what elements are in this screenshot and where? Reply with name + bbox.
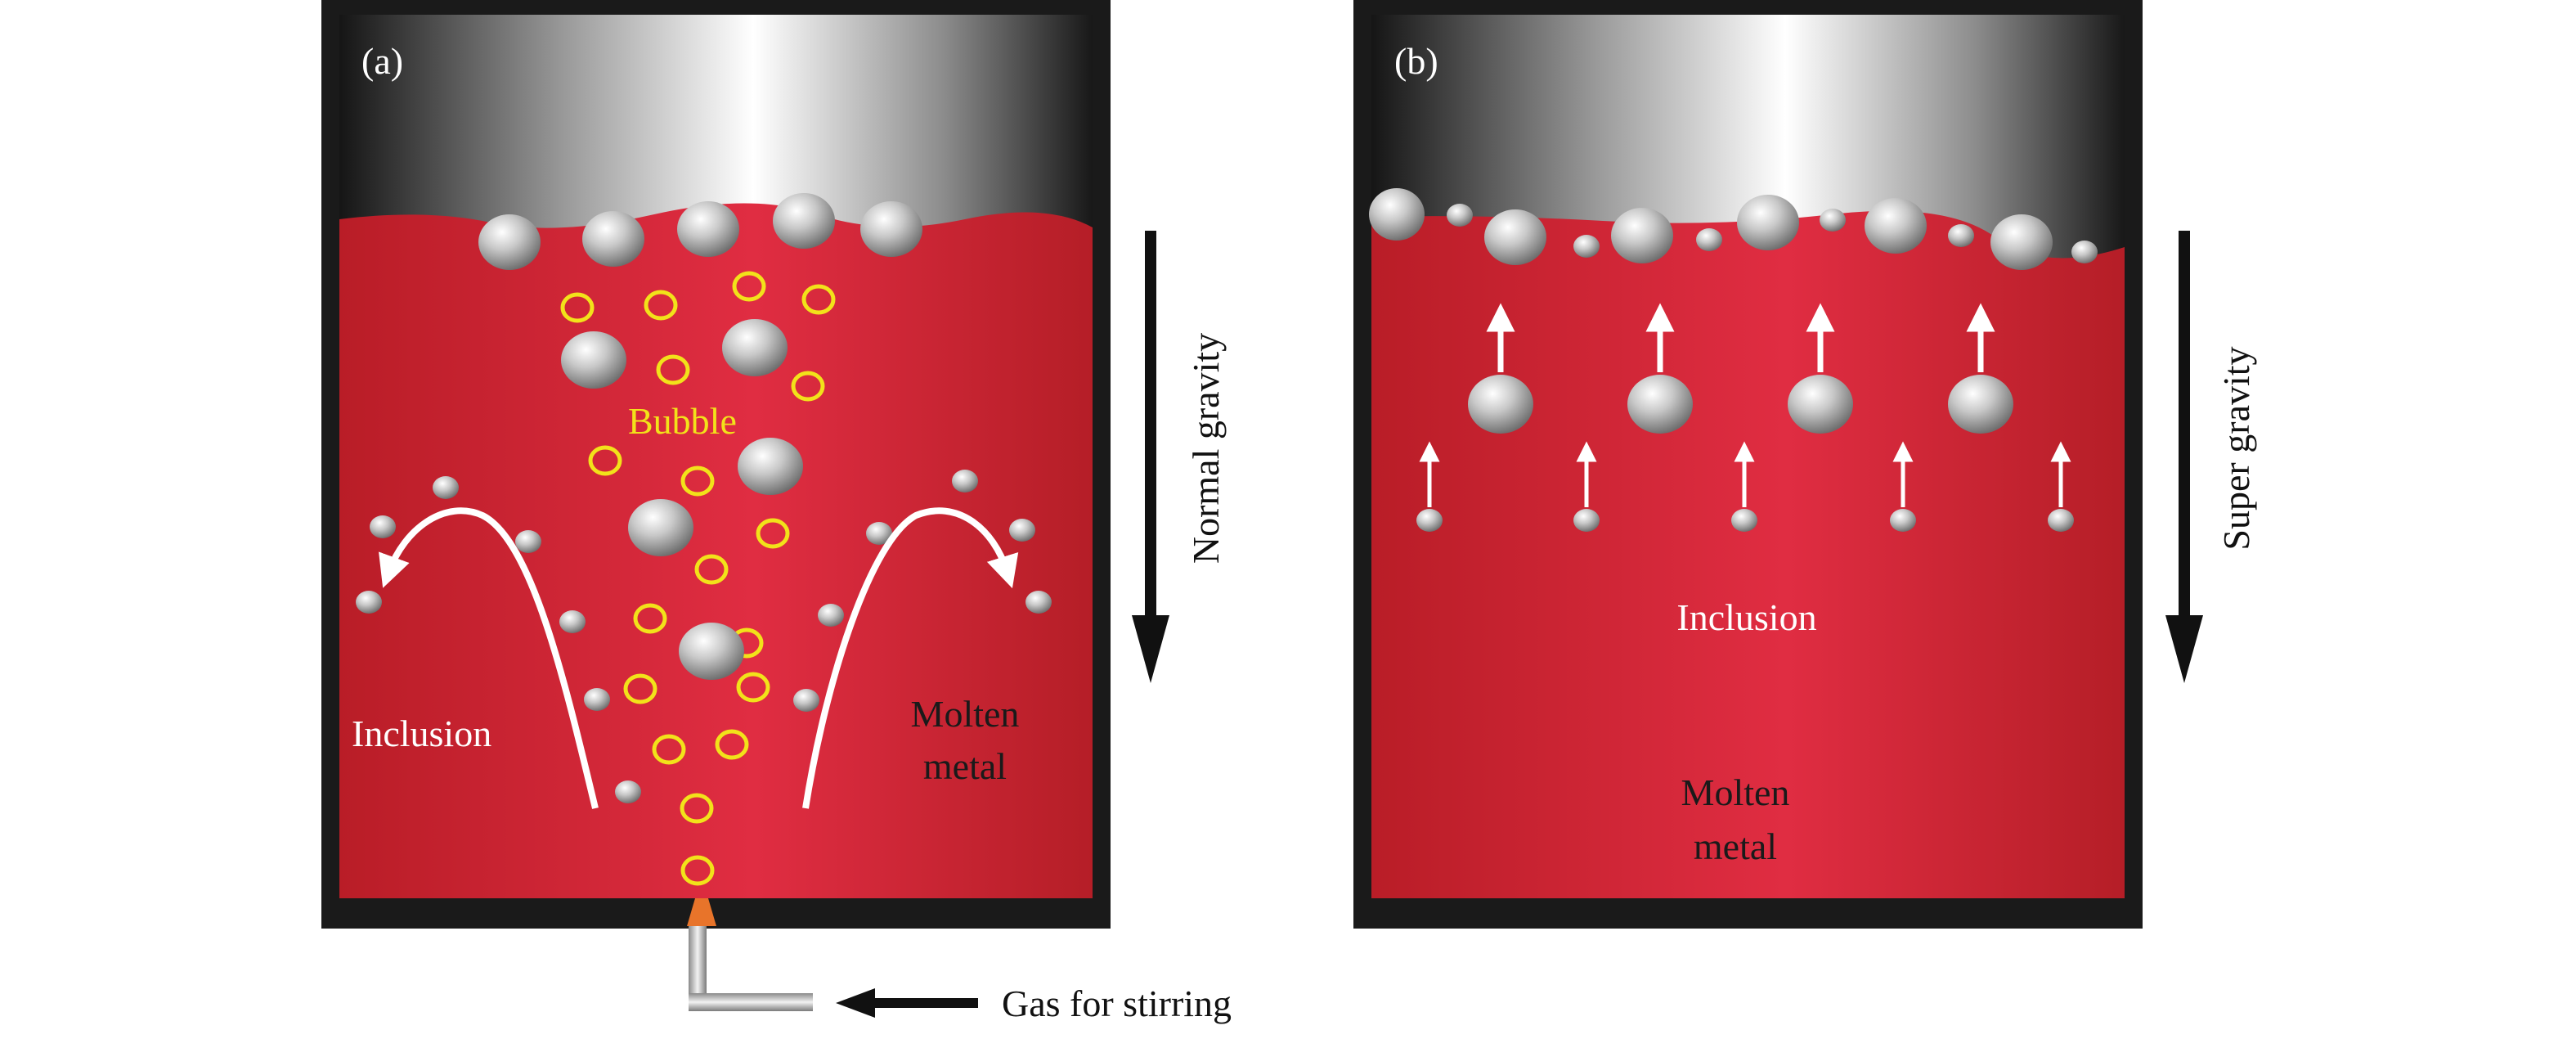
inclusion — [370, 515, 396, 538]
inclusion — [1025, 591, 1052, 614]
normal-gravity-arrow — [1132, 231, 1169, 683]
inclusion — [1788, 375, 1853, 434]
inclusion — [818, 604, 844, 627]
flow-arrow-left — [379, 507, 599, 809]
inclusion — [1484, 209, 1546, 265]
inclusion — [860, 201, 922, 257]
bubble — [736, 672, 770, 703]
bubble — [756, 518, 790, 549]
inclusion — [738, 438, 803, 495]
gas-label: Gas for stirring — [1002, 983, 1232, 1024]
panel-a-inclusion-label: Inclusion — [352, 713, 491, 754]
super-gravity-arrow — [2165, 231, 2203, 683]
inclusion — [1009, 519, 1035, 542]
normal-gravity-label: Normal gravity — [1185, 333, 1227, 564]
inclusion — [584, 688, 610, 711]
inclusion — [582, 211, 644, 267]
inclusion — [679, 623, 744, 680]
inclusion — [773, 193, 835, 249]
inclusion — [1416, 509, 1443, 532]
inclusion — [677, 201, 739, 257]
bubble — [560, 292, 595, 323]
nozzle-pipe-vertical — [689, 926, 707, 1006]
inclusion — [1611, 208, 1673, 263]
panel-b-label: (b) — [1394, 40, 1438, 82]
inclusion — [1990, 214, 2053, 270]
inclusion — [559, 610, 586, 633]
inclusion — [2071, 241, 2098, 263]
inclusion — [722, 319, 788, 376]
bubble — [791, 371, 825, 402]
bubble — [680, 793, 714, 824]
gas-arrow — [836, 988, 978, 1018]
inclusion — [1948, 375, 2013, 434]
inclusion — [1820, 209, 1846, 232]
inclusion — [1731, 509, 1757, 532]
super-gravity-label: Super gravity — [2215, 346, 2257, 550]
panel-a-label: (a) — [361, 40, 403, 82]
panel-a-molten-label-line1: Molten — [911, 693, 1020, 735]
bubble — [801, 284, 836, 315]
inclusion — [561, 331, 626, 389]
panel-b-rising-small — [1416, 441, 2074, 532]
panel-b: (b) — [1353, 0, 2143, 929]
inclusion — [952, 470, 978, 493]
inclusion — [615, 780, 641, 803]
inclusion — [515, 530, 541, 553]
inclusion — [793, 689, 819, 712]
panel-b-surface-inclusions — [1369, 188, 2098, 270]
bubble — [680, 466, 715, 497]
bubble — [652, 734, 686, 765]
panel-a-molten-metal — [339, 203, 1093, 898]
panel-a-bubble-label: Bubble — [628, 400, 737, 442]
inclusion — [1865, 198, 1927, 254]
panel-a-small-inclusions — [356, 470, 1052, 803]
panel-b-rising-large — [1468, 303, 2013, 434]
gas-nozzle — [687, 898, 813, 1011]
bubble — [732, 271, 766, 302]
inclusion — [433, 476, 459, 499]
bubble — [715, 729, 749, 760]
inclusion — [1696, 228, 1722, 251]
panel-a-bubbles — [560, 271, 836, 886]
nozzle-tip — [687, 898, 716, 926]
inclusion — [866, 522, 892, 545]
panel-b-molten-metal — [1371, 210, 2125, 898]
inclusion — [478, 214, 541, 270]
inclusion — [1737, 195, 1799, 250]
inclusion — [1447, 204, 1473, 227]
panel-b-molten-label-line1: Molten — [1681, 771, 1790, 813]
bubble — [633, 603, 667, 634]
panel-b-molten-label-line2: metal — [1694, 825, 1777, 867]
inclusion — [1948, 224, 1974, 247]
bubble — [656, 354, 690, 385]
panel-b-inclusion-label: Inclusion — [1676, 596, 1816, 638]
bubble — [694, 554, 729, 585]
inclusion — [1468, 375, 1533, 434]
inclusion — [1627, 375, 1693, 434]
inclusion — [356, 591, 382, 614]
bubble — [623, 673, 657, 704]
inclusion — [1369, 188, 1425, 241]
bubble — [588, 445, 622, 476]
panel-a-large-inclusions — [561, 319, 803, 680]
panel-a-surface-inclusions — [478, 193, 922, 270]
inclusion — [1890, 509, 1916, 532]
inclusion — [2048, 509, 2074, 532]
bubble — [680, 855, 715, 886]
nozzle-pipe-horizontal — [689, 993, 813, 1011]
flow-arrow-right — [802, 507, 1019, 809]
bubble — [644, 290, 678, 321]
inclusion — [1573, 509, 1600, 532]
inclusion — [1573, 235, 1600, 258]
panel-a-molten-label-line2: metal — [923, 745, 1007, 787]
panel-a: (a) — [321, 0, 1111, 1011]
inclusion — [628, 499, 693, 556]
